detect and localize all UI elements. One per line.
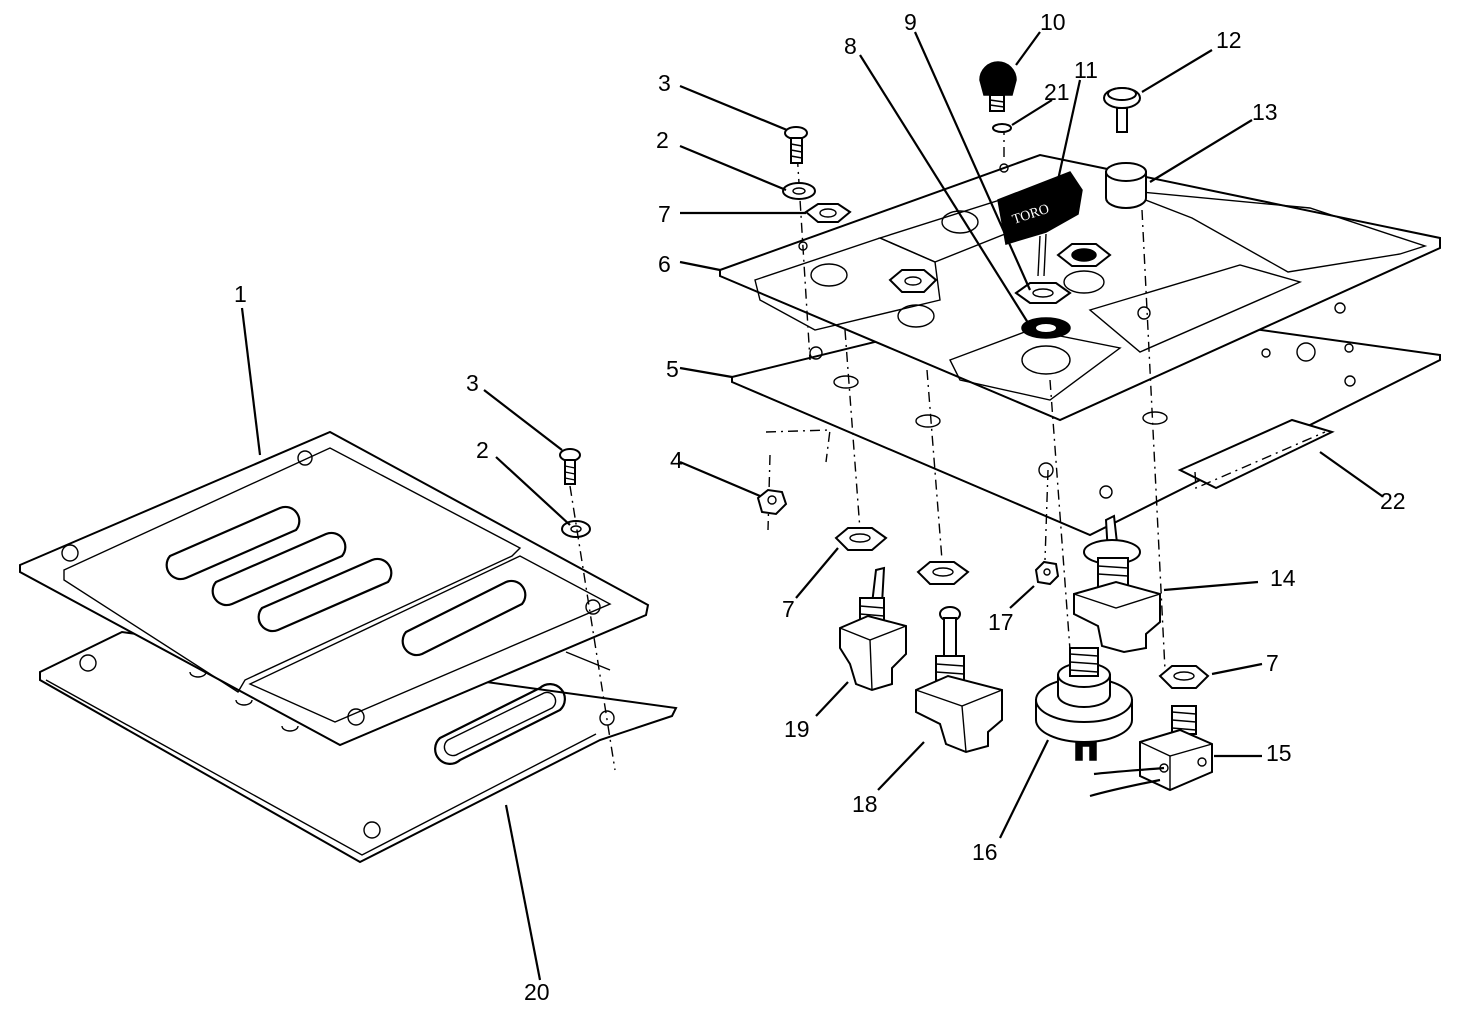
part-9-nut: [1014, 282, 1072, 304]
part-11-key-tag: TORO: [997, 171, 1083, 277]
callout-22: 22: [1380, 488, 1406, 514]
part-3-screw-right: [784, 126, 808, 164]
part-22-decal: [1177, 418, 1335, 490]
callout-3a: 3: [466, 370, 479, 396]
callout-2a: 2: [476, 437, 489, 463]
callout-6: 6: [658, 251, 671, 277]
callout-2b: 2: [656, 127, 669, 153]
callout-7b: 7: [782, 596, 795, 622]
part-6-control-panel: [719, 153, 1441, 422]
callout-1: 1: [234, 281, 247, 307]
callout-7c: 7: [1266, 650, 1279, 676]
gasket-hole: [833, 375, 859, 389]
part-16-rotary-switch: [1035, 647, 1133, 761]
callout-9: 9: [904, 9, 917, 35]
callout-3b: 3: [658, 70, 671, 96]
part-18-toggle-switch: [915, 606, 1003, 754]
callout-8: 8: [844, 33, 857, 59]
callout-10: 10: [1040, 9, 1066, 35]
part-10-lamp: [979, 61, 1017, 112]
part-12-knob: [1103, 87, 1141, 133]
callout-labels: 1 3 2 20 3 2 7 6 5 4 8 9 10 11 21 12 13 …: [234, 9, 1406, 1005]
part-17-nut: [1034, 560, 1060, 586]
gasket-hole: [1142, 411, 1168, 425]
hex-nut-18: [916, 561, 970, 585]
part-8-lockwasher: [1021, 317, 1071, 339]
part-15-micro-switch: [1089, 705, 1213, 798]
part-14-toggle-switch: [1073, 514, 1161, 654]
callout-7a: 7: [658, 201, 671, 227]
callout-16: 16: [972, 839, 998, 865]
callout-14: 14: [1270, 565, 1296, 591]
part-2-washer-right: [782, 182, 816, 200]
callout-19: 19: [784, 716, 810, 742]
screw-axis-left: [569, 485, 616, 771]
callout-18: 18: [852, 791, 878, 817]
callout-5: 5: [666, 356, 679, 382]
part-3-screw-left: [559, 448, 581, 485]
part-1-upper-plate: [19, 430, 650, 747]
part-7-hex-nut-right: [1158, 665, 1210, 689]
part-4-nut: [756, 488, 788, 516]
callout-17: 17: [988, 609, 1014, 635]
part-19-toggle-switch: [839, 566, 907, 692]
callout-13: 13: [1252, 99, 1278, 125]
part-7-hex-nut: [804, 203, 852, 223]
callout-15: 15: [1266, 740, 1292, 766]
callout-21: 21: [1044, 79, 1070, 105]
hex-nut-panel: [1056, 243, 1112, 267]
callout-11: 11: [1074, 57, 1098, 83]
callout-20: 20: [524, 979, 550, 1005]
part-21-washer: [992, 123, 1012, 133]
part-7-hex-nut-lower: [834, 527, 888, 551]
callout-4: 4: [670, 447, 683, 473]
leader-lines: [240, 31, 1383, 981]
part-13-bushing: [1105, 162, 1147, 209]
hex-nut-panel: [888, 269, 938, 293]
gasket-hole: [915, 414, 941, 428]
callout-12: 12: [1216, 27, 1242, 53]
